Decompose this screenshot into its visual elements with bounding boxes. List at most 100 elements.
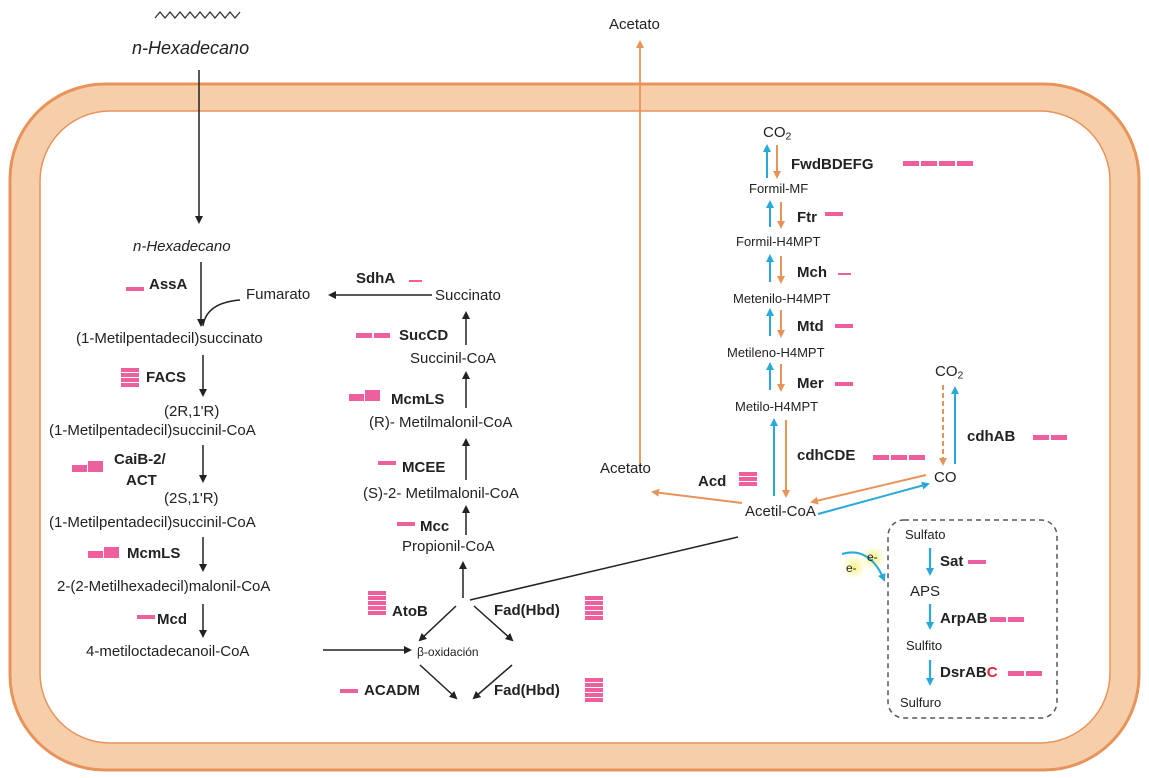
mch-enzyme: Mch — [797, 264, 827, 281]
expression-bar — [1008, 671, 1024, 676]
expression-bar — [957, 161, 973, 166]
expression-bar — [921, 161, 937, 166]
expression-bar — [409, 280, 422, 282]
fad-bottom-enzyme: Fad(Hbd) — [494, 682, 560, 699]
expression-bar — [585, 606, 603, 610]
fad-top-enzyme: Fad(Hbd) — [494, 602, 560, 619]
hydrocarbon-zigzag — [154, 10, 241, 20]
succinate-label: Succinato — [435, 287, 501, 304]
mtd-enzyme: Mtd — [797, 318, 824, 335]
expression-bar — [873, 455, 889, 460]
expression-bar — [990, 617, 1006, 622]
cdhab-enzyme: cdhAB — [967, 428, 1016, 445]
beta-oxidation-label: β-oxidación — [417, 645, 479, 659]
mcmls-right-enzyme: McmLS — [391, 391, 445, 408]
expression-bar — [349, 394, 364, 401]
fwd-enzyme: FwdBDEFG — [791, 156, 874, 173]
acetate-inside-label: Acetato — [600, 460, 651, 477]
acetyl-coa-label: Acetil-CoA — [745, 503, 816, 520]
beta-arrow-top-left — [418, 605, 457, 642]
co2-top-label: CO2 — [763, 124, 792, 143]
methyl-h4mpt-label: Metilo-H4MPT — [735, 399, 819, 414]
expression-bar — [397, 522, 415, 526]
expression-bar — [126, 287, 144, 291]
mcc-enzyme: Mcc — [420, 518, 450, 535]
methenyl-h4mpt-label: Metenilo-H4MPT — [733, 291, 831, 306]
sulfate-label: Sulfato — [905, 527, 946, 542]
formyl-h4mpt-label: Formil-H4MPT — [736, 234, 821, 249]
dsrab-enzyme: DsrABC — [940, 664, 998, 681]
electron-label-1: e- — [867, 550, 878, 564]
expression-bar — [104, 547, 119, 558]
s-methylmalonyl-label: (S)-2- Metilmalonil-CoA — [363, 485, 519, 502]
expression-bar — [365, 390, 380, 401]
propionyl-coa-label: Propionil-CoA — [402, 538, 495, 555]
expression-bar — [121, 373, 139, 377]
expression-bar — [585, 601, 603, 605]
cell-cytoplasm — [39, 110, 1111, 744]
expression-bar — [368, 606, 386, 610]
arrow-co-to-acetyl — [810, 474, 927, 505]
methylpentadecyl-succinate-label: (1-Metilpentadecil)succinato — [76, 330, 263, 347]
sdha-enzyme: SdhA — [356, 270, 396, 287]
arpab-enzyme: ArpAB — [940, 610, 988, 627]
expression-bar — [1026, 671, 1042, 676]
expression-bar — [585, 678, 603, 682]
expression-bar — [72, 465, 87, 472]
electron-transfer-arrow — [841, 551, 886, 582]
expression-bar — [739, 472, 757, 476]
expression-bar — [88, 461, 103, 472]
coa-2r-line1: (2R,1'R) — [164, 403, 220, 420]
expression-bar — [585, 596, 603, 600]
r-methylmalonyl-label: (R)- Metilmalonil-CoA — [369, 414, 513, 431]
expression-bar — [585, 611, 603, 615]
expression-bar — [137, 615, 155, 619]
mer-enzyme: Mer — [797, 375, 824, 392]
ftr-enzyme: Ftr — [797, 209, 817, 226]
beta-arrow-top-right — [473, 605, 514, 642]
expression-bar — [368, 601, 386, 605]
acd-enzyme: Acd — [698, 473, 727, 490]
coa-2r-line2: (1-Metilpentadecil)succinil-CoA — [49, 422, 256, 439]
expression-bar — [903, 161, 919, 166]
arrow-acetyl-to-acetate — [651, 488, 743, 504]
expression-bar — [374, 333, 390, 338]
expression-bar — [368, 591, 386, 595]
expression-bar — [585, 683, 603, 687]
expression-bar — [585, 693, 603, 697]
expression-bar — [356, 333, 372, 338]
expression-bar — [909, 455, 925, 460]
methylene-h4mpt-label: Metileno-H4MPT — [727, 345, 825, 360]
expression-bar — [585, 616, 603, 620]
mcmls-left-enzyme: McmLS — [127, 545, 181, 562]
expression-bar — [891, 455, 907, 460]
caib-enzyme-line2: ACT — [126, 472, 157, 489]
expression-bar — [1033, 435, 1049, 440]
cdhcde-enzyme: cdhCDE — [797, 447, 856, 464]
acadm-enzyme: ACADM — [364, 682, 420, 699]
electron-label-2: e- — [846, 561, 857, 575]
co2-right-label: CO2 — [935, 363, 964, 382]
expression-bar — [378, 461, 396, 465]
aps-label: APS — [910, 583, 941, 600]
atob-enzyme: AtoB — [392, 603, 428, 620]
coa-2s-line1: (2S,1'R) — [164, 490, 219, 507]
outside-hexadecane-label: n-Hexadecano — [132, 38, 250, 58]
expression-bar — [835, 382, 853, 386]
octadecanoyl-coa-label: 4-metiloctadecanoil-CoA — [86, 643, 250, 660]
formyl-mf-label: Formil-MF — [749, 181, 809, 196]
expression-bar — [368, 596, 386, 600]
expression-bar — [121, 383, 139, 387]
expression-bar — [739, 477, 757, 481]
fumarate-label: Fumarato — [246, 286, 311, 303]
expression-bar — [88, 551, 103, 558]
expression-bar — [1008, 617, 1024, 622]
expression-bar — [121, 378, 139, 382]
beta-arrow-bottom-right — [472, 664, 513, 700]
expression-bar — [739, 482, 757, 486]
expression-bar — [838, 273, 851, 275]
co-label: CO — [934, 469, 957, 486]
expression-bar — [968, 560, 986, 564]
